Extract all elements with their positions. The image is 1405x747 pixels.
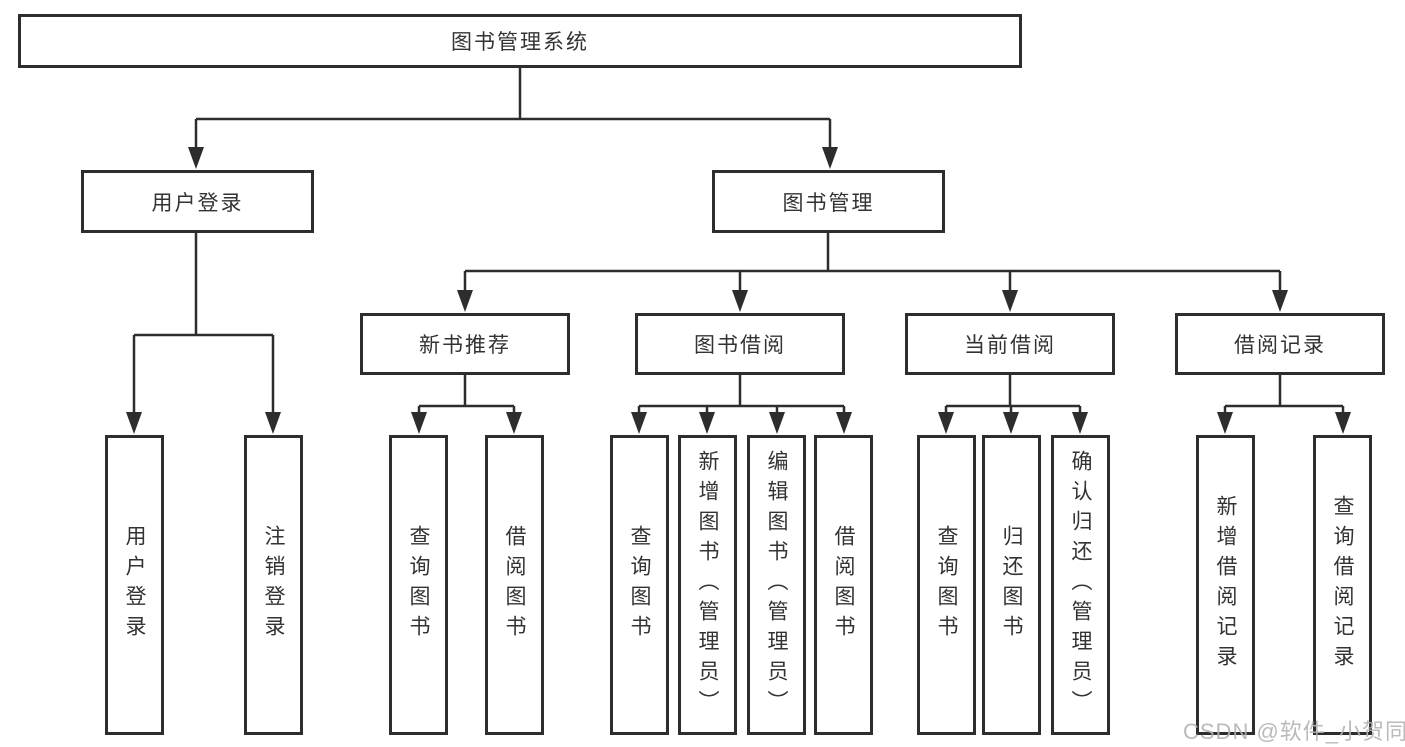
connector-records-to-leaves bbox=[1217, 375, 1351, 434]
connector-current-to-leaves bbox=[938, 375, 1088, 434]
leaf-borrow-edit-book-admin: 编辑图书（管理员） bbox=[747, 435, 806, 735]
leaf-current-query-book: 查询图书 bbox=[917, 435, 976, 735]
node-book-management: 图书管理 bbox=[712, 170, 945, 233]
node-user-login: 用户登录 bbox=[81, 170, 314, 233]
leaf-borrow-borrow-book: 借阅图书 bbox=[814, 435, 873, 735]
leaf-logout: 注销登录 bbox=[244, 435, 303, 735]
connector-bookmgmt-to-level3 bbox=[457, 233, 1288, 312]
leaf-newrec-borrow-book: 借阅图书 bbox=[485, 435, 544, 735]
leaf-user-login: 用户登录 bbox=[105, 435, 164, 735]
connector-userlogin-to-leaves bbox=[126, 233, 281, 434]
leaf-records-query-record: 查询借阅记录 bbox=[1313, 435, 1372, 735]
leaf-borrow-add-book-admin: 新增图书（管理员） bbox=[678, 435, 737, 735]
connector-root-to-level2 bbox=[188, 68, 838, 169]
connector-newrec-to-leaves bbox=[411, 375, 522, 434]
node-book-borrow: 图书借阅 bbox=[635, 313, 845, 375]
leaf-records-add-record: 新增借阅记录 bbox=[1196, 435, 1255, 735]
leaf-current-confirm-return-admin: 确认归还（管理员） bbox=[1051, 435, 1110, 735]
leaf-current-return-book: 归还图书 bbox=[982, 435, 1041, 735]
leaf-newrec-query-book: 查询图书 bbox=[389, 435, 448, 735]
connector-borrow-to-leaves bbox=[631, 375, 852, 434]
node-borrow-records: 借阅记录 bbox=[1175, 313, 1385, 375]
node-new-book-recommend: 新书推荐 bbox=[360, 313, 570, 375]
csdn-watermark: CSDN @软件_小贺同学 bbox=[1183, 719, 1405, 744]
node-root: 图书管理系统 bbox=[18, 14, 1022, 68]
leaf-borrow-query-book: 查询图书 bbox=[610, 435, 669, 735]
node-current-borrow: 当前借阅 bbox=[905, 313, 1115, 375]
